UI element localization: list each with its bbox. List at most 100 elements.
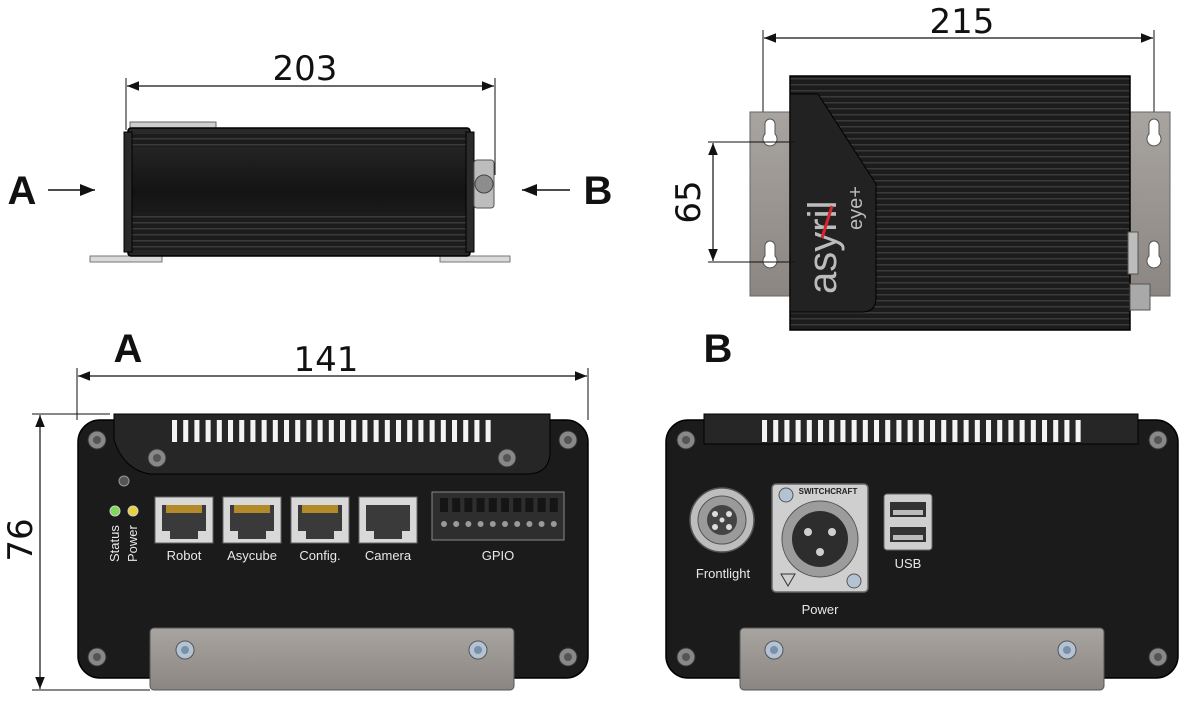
screw-icon: [1148, 430, 1168, 450]
vent-slot: [974, 420, 980, 442]
front-view-b: B Frontlight: [665, 327, 1179, 691]
vent-slot: [907, 420, 913, 442]
gpio-pin: [525, 498, 534, 512]
vent-slot: [1053, 420, 1059, 442]
vent-slot: [328, 420, 334, 442]
gpio-screw: [465, 521, 472, 527]
vent-slot: [963, 420, 969, 442]
vent-slot: [216, 420, 222, 442]
keyhole-slot-icon: [762, 240, 778, 269]
gpio-pin: [440, 498, 448, 512]
power-label: Power: [125, 524, 140, 562]
vent-slot: [384, 420, 390, 442]
side-view: 203 A B: [8, 49, 613, 263]
marker-a-front: A: [114, 327, 143, 371]
vent-slot: [851, 420, 857, 442]
keyhole-slot-icon: [762, 118, 778, 147]
side-fins-top: [130, 133, 468, 147]
screw-icon: [558, 430, 578, 450]
gpio-pin: [549, 498, 558, 512]
port-label-gpio: GPIO: [482, 548, 515, 563]
side-top-strip: [129, 121, 217, 129]
reset-pinhole: [118, 475, 130, 487]
vent-slot: [295, 420, 301, 442]
top-logo-panel: [789, 93, 877, 313]
screw-icon: [87, 647, 107, 667]
side-foot-left: [89, 255, 163, 263]
dim-top-length: 215: [930, 2, 995, 42]
status-led: [109, 505, 121, 517]
screw-icon: [676, 647, 696, 667]
screw-icon: [764, 640, 784, 660]
side-cap-right: [465, 131, 475, 253]
vent-slot: [429, 420, 435, 442]
dim-side-length: 203: [273, 49, 338, 89]
vent-slot: [941, 420, 947, 442]
vent-slot: [205, 420, 211, 442]
vent-slot: [1019, 420, 1025, 442]
port-label-power: Power: [802, 602, 840, 617]
port-label-frontlight: Frontlight: [696, 566, 751, 581]
front-b-mount-plate: [739, 627, 1105, 691]
gpio-screw: [441, 521, 447, 527]
vent-slot: [829, 420, 835, 442]
keyhole-slot-icon: [1146, 118, 1162, 147]
vent-slot: [396, 420, 402, 442]
vent-slot: [362, 420, 368, 442]
vent-slot: [1075, 420, 1081, 442]
vent-slot: [795, 420, 801, 442]
port-label-robot: Robot: [167, 548, 202, 563]
brand-product-text: eye+: [845, 186, 867, 230]
rj45-port-config: [290, 496, 350, 544]
vent-slot: [261, 420, 267, 442]
vent-slot: [918, 420, 924, 442]
side-fins-bottom: [130, 212, 468, 250]
gpio-screw: [453, 521, 460, 527]
port-label-asycube: Asycube: [227, 548, 277, 563]
vent-slot: [896, 420, 902, 442]
vent-slot: [172, 420, 178, 442]
frontlight-connector: [689, 487, 755, 553]
vent-slot: [818, 420, 824, 442]
vent-slot: [1064, 420, 1070, 442]
vent-slot: [986, 420, 992, 442]
gpio-pin: [452, 498, 461, 512]
vent-slot: [250, 420, 256, 442]
vent-slot: [997, 420, 1003, 442]
front-b-vents: [762, 420, 1081, 442]
gpio-pin: [513, 498, 522, 512]
vent-slot: [373, 420, 379, 442]
screw-icon: [497, 448, 517, 468]
top-view: 215 asyril eye+ 65: [669, 2, 1171, 331]
gpio-pin: [501, 498, 509, 512]
vent-slot: [452, 420, 458, 442]
vent-slot: [862, 420, 868, 442]
vent-slot: [1008, 420, 1014, 442]
gpio-terminal-block: [431, 491, 565, 541]
rj45-port-robot: [154, 496, 214, 544]
vent-slot: [194, 420, 200, 442]
front-a-vents: [172, 420, 491, 442]
power-led: [127, 505, 139, 517]
brand-logo-text: asyril: [801, 201, 845, 294]
vent-slot: [762, 420, 768, 442]
screw-icon: [1057, 640, 1077, 660]
rj45-port-asycube: [222, 496, 282, 544]
vent-slot: [317, 420, 323, 442]
side-connector-ring: [474, 174, 494, 194]
gpio-screw: [526, 521, 533, 527]
vent-slot: [485, 420, 491, 442]
vent-slot: [1042, 420, 1048, 442]
port-label-config: Config.: [299, 548, 340, 563]
screw-icon: [676, 430, 696, 450]
marker-b-side: B: [584, 169, 613, 213]
front-view-a: A 141 76 Status Power: [1, 327, 589, 691]
xlr-power-connector: [771, 483, 869, 593]
vent-slot: [474, 420, 480, 442]
front-a-mount-plate: [149, 627, 515, 691]
marker-a-side: A: [8, 169, 37, 213]
vent-slot: [773, 420, 779, 442]
vent-slot: [351, 420, 357, 442]
gpio-screw: [550, 521, 557, 527]
